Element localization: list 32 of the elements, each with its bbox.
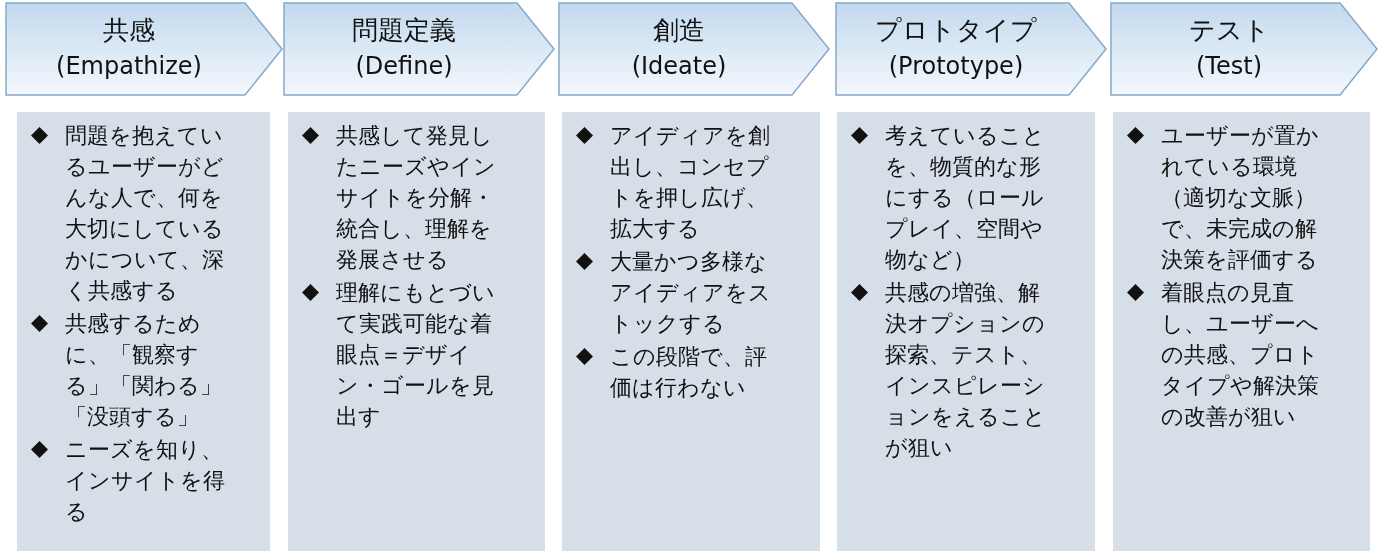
chevron-step <box>1110 2 1378 96</box>
bullet-text: この段階で、評価は行わない <box>610 344 767 400</box>
bullet-text: ユーザーが置かれている環境（適切な文脈）で、未完成の解決策を評価する <box>1161 123 1319 272</box>
description-panel <box>562 112 820 551</box>
step-title: 創造 <box>652 14 706 47</box>
chevron-step <box>835 2 1107 96</box>
chevron-step <box>5 2 283 96</box>
bullet-text: 共感の増強、解決オプションの探索、テスト、インスピレーションをえることが狙い <box>885 280 1046 460</box>
step-subtitle: (Empathize) <box>55 51 203 82</box>
bullet-text: 大量かつ多様なアイディアをストックする <box>610 249 771 336</box>
bullet-text: 理解にもとづいて実践可能な着眼点＝デザイン・ゴールを見出す <box>336 280 495 429</box>
bullet-text: アイディアを創出し、コンセプトを押し広げ、拡大する <box>610 123 770 241</box>
step-title: 問題定義 <box>351 14 457 47</box>
step-title: 共感 <box>102 14 156 47</box>
bullet-text: 着眼点の見直し、ユーザーへの共感、プロトタイプや解決策の改善が狙い <box>1161 280 1319 429</box>
step-subtitle: (Prototype) <box>887 51 1025 82</box>
bullet-text: 共感して発見したニーズやインサイトを分解・統合し、理解を発展させる <box>336 123 496 272</box>
bullet-text: 考えていることを、物質的な形にする（ロールプレイ、空間や物など） <box>885 123 1045 272</box>
description-panel <box>17 112 270 551</box>
step-subtitle: (Test) <box>1195 51 1263 82</box>
bullet-text: 共感するために、「観察する」「関わる」「没頭する」 <box>65 311 222 429</box>
description-panel <box>1113 112 1370 551</box>
step-title: プロトタイプ <box>874 14 1038 47</box>
bullet-text: 問題を抱えているユーザーがどんな人で、何を大切にしているかについて、深く共感する <box>65 123 224 303</box>
description-panel <box>837 112 1095 551</box>
step-title: テスト <box>1187 14 1271 47</box>
description-panel <box>288 112 545 551</box>
chevron-step <box>283 2 555 96</box>
bullet-text: ニーズを知り、インサイトを得る <box>65 437 225 524</box>
chevron-step <box>558 2 830 96</box>
step-subtitle: (Ideate) <box>630 51 728 82</box>
step-subtitle: (Define) <box>354 51 454 82</box>
